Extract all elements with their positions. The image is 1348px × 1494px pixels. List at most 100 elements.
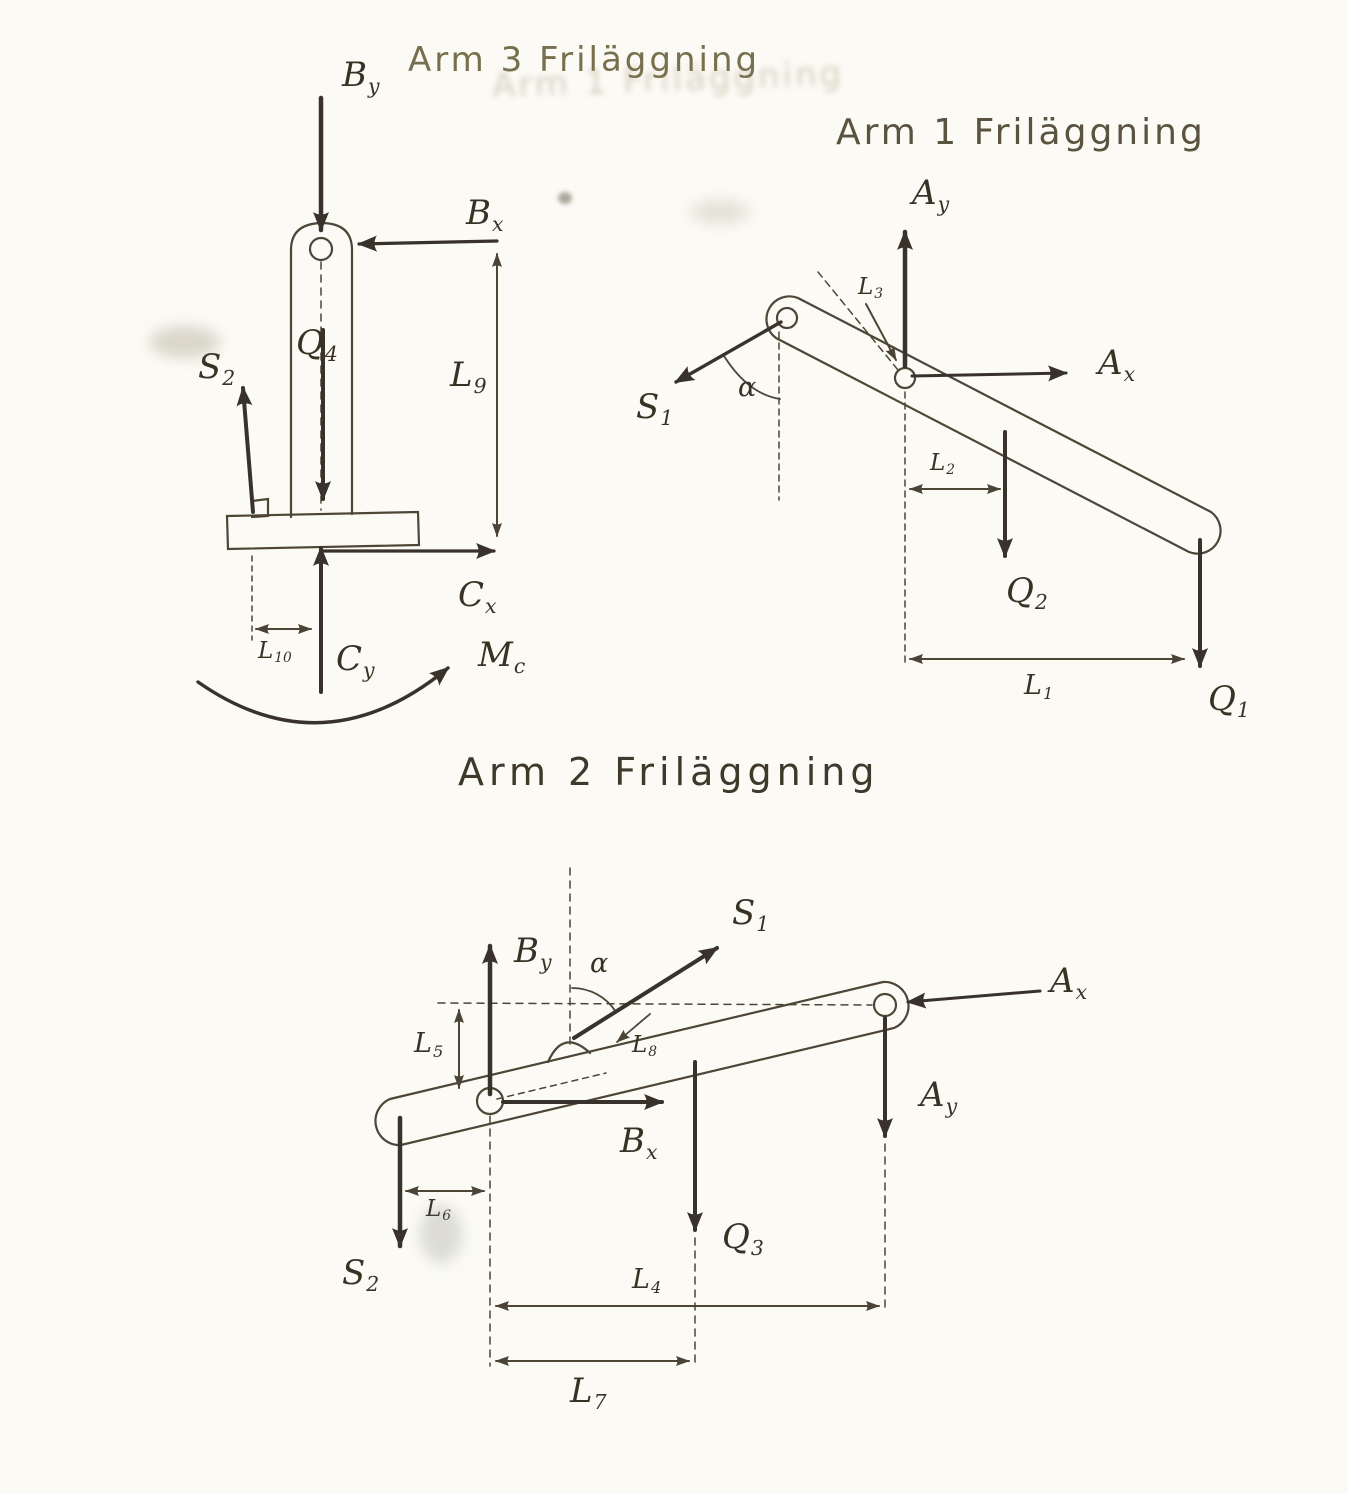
label-sub: x	[485, 593, 497, 618]
label-sub: y	[945, 1093, 958, 1118]
arm2-alpha-arc	[571, 987, 617, 1013]
arm2-label-alpha: α	[590, 950, 608, 977]
label-sub: 8	[648, 1044, 658, 1061]
arm3-top-pin	[308, 236, 334, 262]
arm2-label-L6: L6	[426, 1196, 452, 1225]
label-main: L	[858, 274, 874, 300]
label-sub: 2	[366, 1271, 380, 1296]
arm2-label-L4: L4	[632, 1264, 661, 1296]
label-main: Q	[1208, 679, 1236, 719]
arm3-label-S2: S2	[198, 347, 235, 388]
arm2-L8-leader	[616, 1013, 651, 1043]
paper-smudge	[150, 326, 220, 358]
label-main: α	[738, 372, 757, 403]
arm3-title: Arm 3 Friläggning	[408, 40, 761, 80]
arm1-label-alpha: α	[738, 374, 756, 401]
label-sub: 1	[660, 405, 674, 430]
label-main: A	[912, 173, 937, 213]
arm3-label-Q4: Q4	[296, 326, 338, 364]
paper-smudge	[420, 1205, 462, 1263]
label-sub: 1	[1042, 684, 1054, 704]
arm3-label-L10: L10	[258, 638, 292, 667]
arm1-figure	[674, 229, 1222, 668]
label-main: L	[632, 1264, 650, 1295]
label-main: L	[632, 1032, 648, 1058]
arm3-force-S2	[236, 386, 255, 514]
label-sub: 3	[750, 1235, 764, 1260]
label-sub: y	[937, 191, 950, 216]
arm2-label-L7: L7	[570, 1374, 607, 1412]
label-main: Q	[1006, 571, 1034, 611]
arm3-forces	[196, 95, 499, 725]
label-sub: x	[492, 211, 504, 236]
label-main: L	[450, 355, 473, 395]
label-main: B	[514, 931, 539, 971]
arm1-label-Ay: Ay	[912, 173, 949, 214]
arm2-horizontal-dashed	[437, 1002, 873, 1006]
arm3-base-plate	[225, 510, 421, 551]
arm2-force-S1	[572, 946, 719, 1040]
label-main: B	[342, 55, 367, 95]
label-main: B	[466, 193, 491, 233]
label-sub: 9	[473, 373, 487, 398]
label-main: A	[1050, 961, 1075, 1001]
label-main: A	[920, 1075, 945, 1115]
arm3-label-Mc: Mc	[478, 638, 525, 676]
label-sub: 6	[442, 1208, 452, 1225]
label-main: L	[426, 1196, 442, 1222]
arm3-figure	[196, 95, 502, 725]
arm2-axis-segment-dashed	[496, 1072, 607, 1100]
label-main: L	[930, 450, 946, 476]
arm2-label-S2: S2	[342, 1253, 379, 1294]
arm1-label-Q1: Q1	[1208, 679, 1250, 720]
arm3-moment-Mc-arc	[196, 666, 450, 725]
arm1-axis-extension-dashed	[817, 271, 899, 371]
arm2-label-Ax: Ax	[1050, 961, 1087, 1002]
label-sub: 2	[222, 365, 236, 390]
label-main: S	[342, 1253, 366, 1293]
arm2-figure	[374, 867, 1042, 1367]
arm2-label-Bx: Bx	[620, 1121, 658, 1162]
label-main: B	[620, 1121, 645, 1161]
paper-smudge	[690, 200, 750, 224]
arm3-label-Cy: Cy	[336, 642, 375, 680]
label-sub: y	[363, 657, 375, 682]
label-main: S	[636, 387, 660, 427]
arm1-label-Ax: Ax	[1098, 346, 1135, 384]
arm1-force-S1	[674, 320, 783, 384]
label-main: L	[414, 1028, 432, 1059]
arm1-alpha-arc	[723, 355, 781, 400]
label-sub: x	[1123, 361, 1136, 386]
label-main: L	[1024, 670, 1042, 701]
arm2-forces	[392, 943, 1042, 1249]
arm1-label-L3: L3	[858, 274, 883, 302]
arm3-label-By: By	[342, 55, 380, 96]
arm1-force-Ax	[910, 365, 1068, 382]
arm1-label-L2: L2	[930, 450, 955, 478]
label-sub: 1	[756, 911, 770, 936]
label-main: L	[258, 638, 274, 664]
arm1-label-L1: L1	[1024, 670, 1053, 702]
label-main: C	[458, 575, 485, 615]
arm2-lug-bump	[546, 1041, 592, 1064]
label-sub: 2	[1034, 589, 1048, 614]
label-sub: 10	[274, 650, 292, 667]
label-main: S	[198, 347, 222, 387]
arm1-left-pin	[775, 306, 799, 330]
arm3-anchor-notch	[250, 497, 270, 519]
arm2-label-L8: L8	[632, 1032, 658, 1061]
arm2-label-Q3: Q3	[722, 1220, 764, 1258]
arm1-label-Q2: Q2	[1006, 571, 1048, 612]
label-sub: 5	[432, 1042, 444, 1062]
arm1-title: Arm 1 Friläggning	[836, 112, 1206, 153]
arm2-title: Arm 2 Friläggning	[458, 750, 880, 794]
paper-smudge	[558, 192, 572, 204]
label-sub: x	[1075, 979, 1088, 1004]
label-main: S	[732, 893, 756, 933]
arm2-label-S1: S1	[732, 893, 769, 934]
label-sub: y	[368, 73, 380, 98]
arm2-label-Ay: Ay	[920, 1075, 957, 1116]
label-sub: 1	[1236, 697, 1250, 722]
